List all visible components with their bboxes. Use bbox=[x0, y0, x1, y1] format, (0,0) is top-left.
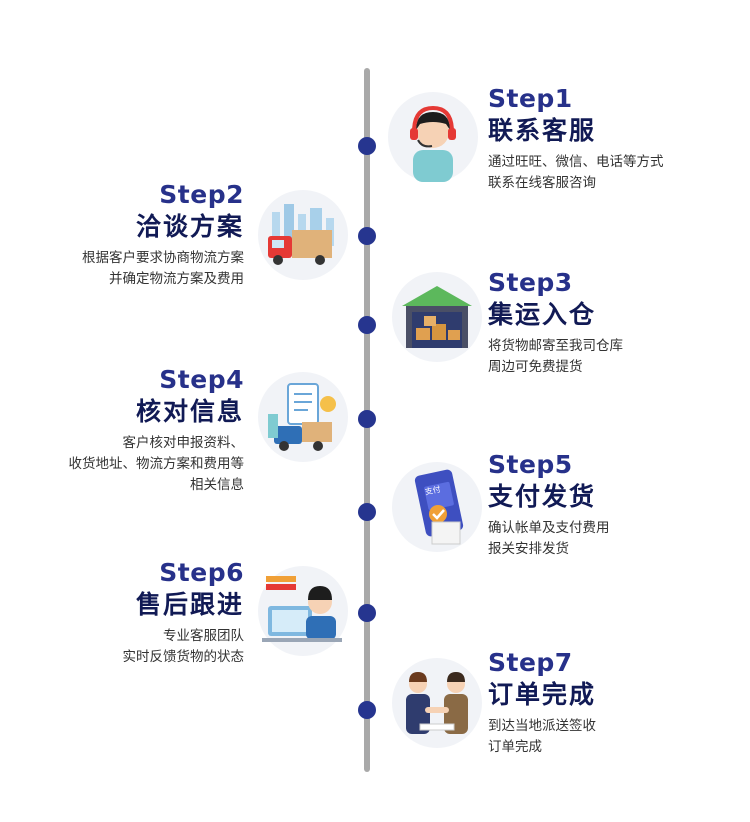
desc-line: 报关安排发货 bbox=[488, 541, 569, 557]
step-number: Step6 bbox=[159, 558, 244, 587]
step-5: Step5 支付发货 确认帐单及支付费用 报关安排发货 bbox=[488, 450, 610, 560]
step-4: Step4 核对信息 客户核对申报资料、 收货地址、物流方案和费用等 相关信息 bbox=[69, 365, 245, 496]
step-description: 将货物邮寄至我司仓库 周边可免费提货 bbox=[488, 336, 623, 378]
desc-line: 订单完成 bbox=[488, 739, 542, 755]
step-description: 专业客服团队 实时反馈货物的状态 bbox=[123, 626, 245, 668]
step-description: 通过旺旺、微信、电话等方式 联系在线客服咨询 bbox=[488, 152, 664, 194]
desc-line: 专业客服团队 bbox=[163, 628, 244, 644]
step-7: Step7 订单完成 到达当地派送签收 订单完成 bbox=[488, 648, 596, 758]
desc-line: 周边可免费提货 bbox=[488, 359, 583, 375]
step-number: Step5 bbox=[488, 450, 573, 479]
timeline-dot bbox=[358, 604, 376, 622]
timeline-dot bbox=[358, 701, 376, 719]
step-title: 订单完成 bbox=[488, 680, 597, 709]
desc-line: 相关信息 bbox=[190, 477, 244, 493]
timeline-dot bbox=[358, 316, 376, 334]
truck-city-icon bbox=[258, 190, 348, 280]
step-title: 支付发货 bbox=[488, 482, 597, 511]
desc-line: 收货地址、物流方案和费用等 bbox=[68, 456, 245, 472]
step-description: 到达当地派送签收 订单完成 bbox=[488, 716, 596, 758]
step-2: Step2 洽谈方案 根据客户要求协商物流方案 并确定物流方案及费用 bbox=[82, 180, 244, 290]
desc-line: 实时反馈货物的状态 bbox=[122, 649, 245, 665]
desc-line: 根据客户要求协商物流方案 bbox=[82, 250, 244, 266]
step-number: Step7 bbox=[488, 648, 573, 677]
payment-icon: 支付 bbox=[392, 462, 482, 552]
timeline-dot bbox=[358, 227, 376, 245]
step-title: 售后跟进 bbox=[135, 590, 244, 619]
step-description: 根据客户要求协商物流方案 并确定物流方案及费用 bbox=[82, 248, 244, 290]
handshake-icon bbox=[392, 658, 482, 748]
step-1: Step1 联系客服 通过旺旺、微信、电话等方式 联系在线客服咨询 bbox=[488, 84, 664, 194]
step-description: 客户核对申报资料、 收货地址、物流方案和费用等 相关信息 bbox=[69, 433, 245, 496]
desc-line: 通过旺旺、微信、电话等方式 bbox=[488, 154, 664, 170]
step-number: Step1 bbox=[488, 84, 573, 113]
step-title: 洽谈方案 bbox=[135, 212, 244, 241]
step-title: 核对信息 bbox=[135, 397, 244, 426]
step-number: Step4 bbox=[159, 365, 244, 394]
timeline-dot bbox=[358, 410, 376, 428]
desc-line: 并确定物流方案及费用 bbox=[109, 271, 244, 287]
step-3: Step3 集运入仓 将货物邮寄至我司仓库 周边可免费提货 bbox=[488, 268, 623, 378]
desc-line: 客户核对申报资料、 bbox=[122, 435, 245, 451]
desc-line: 联系在线客服咨询 bbox=[488, 175, 596, 191]
card-label: 支付 bbox=[424, 484, 442, 497]
step-title: 联系客服 bbox=[488, 116, 597, 145]
step-6: Step6 售后跟进 专业客服团队 实时反馈货物的状态 bbox=[123, 558, 245, 668]
timeline-dot bbox=[358, 503, 376, 521]
step-number: Step2 bbox=[159, 180, 244, 209]
step-description: 确认帐单及支付费用 报关安排发货 bbox=[488, 518, 610, 560]
step-number: Step3 bbox=[488, 268, 573, 297]
support-agent-icon bbox=[258, 566, 348, 656]
step-title: 集运入仓 bbox=[488, 300, 597, 329]
checklist-truck-icon bbox=[258, 372, 348, 462]
desc-line: 到达当地派送签收 bbox=[488, 718, 596, 734]
warehouse-icon bbox=[392, 272, 482, 362]
customer-service-icon bbox=[388, 92, 478, 182]
desc-line: 将货物邮寄至我司仓库 bbox=[488, 338, 623, 354]
desc-line: 确认帐单及支付费用 bbox=[488, 520, 610, 536]
timeline-dot bbox=[358, 137, 376, 155]
